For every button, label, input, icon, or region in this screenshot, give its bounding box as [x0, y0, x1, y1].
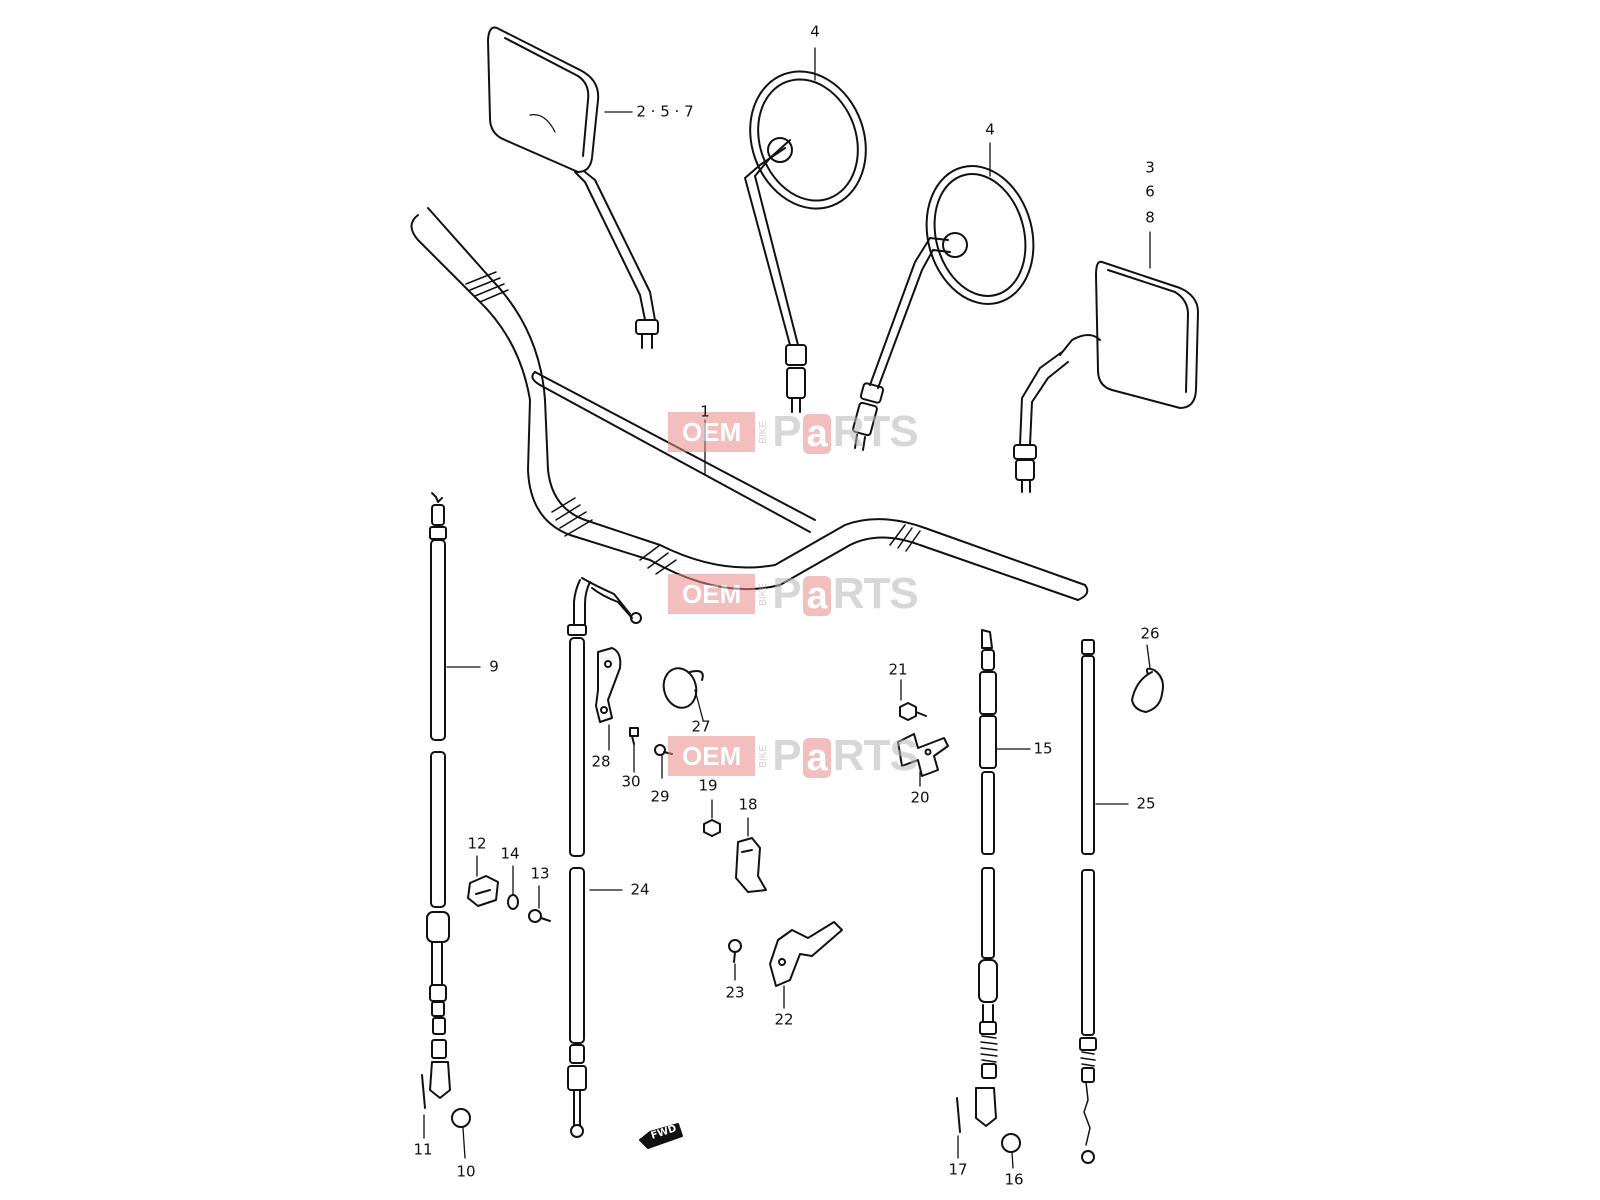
cable-24	[567, 577, 642, 1138]
part-21-bolt	[899, 702, 927, 721]
part-28-bracket	[595, 647, 622, 723]
fwd-arrow	[639, 1123, 683, 1149]
callout-23: 23	[725, 983, 745, 1002]
cable-25	[1079, 639, 1097, 1164]
callout-30: 30	[621, 772, 641, 791]
cable-9	[421, 492, 471, 1128]
callout-24: 24	[630, 880, 650, 899]
part-22-bracket	[769, 921, 843, 987]
part-19-nut	[703, 819, 721, 837]
part-12-clamp	[467, 875, 499, 907]
callout-12: 12	[467, 834, 487, 853]
leader-lines	[423, 47, 1151, 1169]
callout-20: 20	[910, 788, 930, 807]
part-30-screw	[629, 727, 639, 745]
callout-27: 27	[691, 717, 711, 736]
callout-3: 3	[1145, 158, 1155, 177]
callout-22: 22	[774, 1010, 794, 1029]
cable-15	[956, 629, 1021, 1153]
callout-28: 28	[591, 752, 611, 771]
callout-21: 21	[888, 660, 908, 679]
part-29-bolt	[654, 744, 673, 756]
mirror-round-lower	[852, 165, 1035, 451]
part-26-clip	[1131, 667, 1164, 713]
part-23-bolt	[728, 939, 742, 963]
callout-13: 13	[530, 864, 550, 883]
part-27-clip	[662, 667, 704, 709]
callout-4: 4	[985, 120, 995, 139]
callout-19: 19	[698, 776, 718, 795]
callout-4: 4	[810, 22, 820, 41]
part-18-clamp	[735, 837, 767, 893]
part-14-washer	[507, 894, 519, 910]
callout-29: 29	[650, 787, 670, 806]
mirror-rect-left	[487, 26, 659, 349]
callout-8: 8	[1145, 208, 1155, 227]
callout-6: 6	[1145, 182, 1155, 201]
callout-17: 17	[948, 1160, 968, 1179]
part-13-screw	[528, 909, 551, 923]
callout-2-5-7: 2 · 5 · 7	[636, 102, 694, 121]
handlebar	[410, 207, 1089, 601]
callout-11: 11	[413, 1140, 433, 1159]
callout-18: 18	[738, 795, 758, 814]
part-20-bracket	[897, 733, 949, 777]
callout-25: 25	[1136, 794, 1156, 813]
callout-14: 14	[500, 844, 520, 863]
mirror-round-upper	[744, 70, 867, 413]
callout-10: 10	[456, 1162, 476, 1181]
callout-16: 16	[1004, 1170, 1024, 1189]
callout-1: 1	[700, 402, 710, 421]
callout-26: 26	[1140, 624, 1160, 643]
callout-9: 9	[489, 657, 499, 676]
callout-15: 15	[1033, 739, 1053, 758]
mirror-rect-right	[1013, 260, 1199, 493]
